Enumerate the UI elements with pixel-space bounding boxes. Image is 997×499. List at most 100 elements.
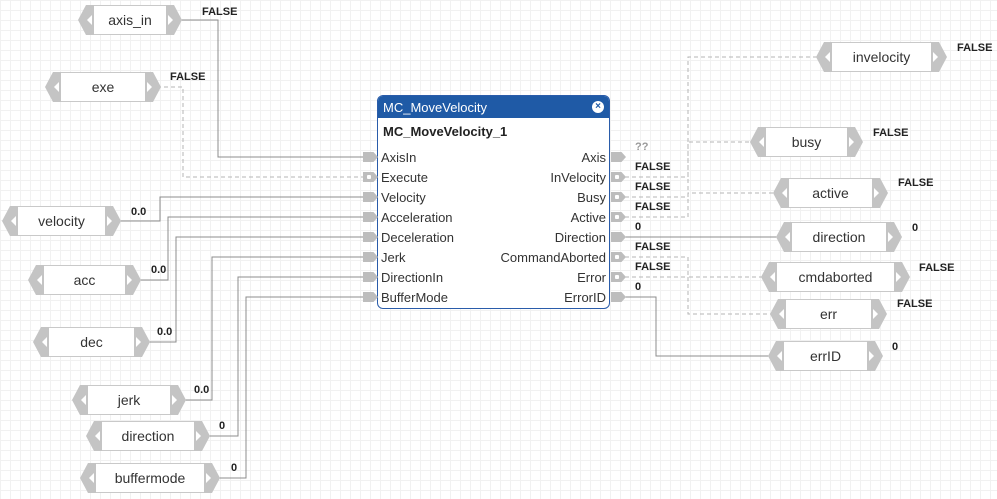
wire-dec xyxy=(145,236,366,343)
close-icon[interactable]: × xyxy=(592,101,604,113)
wire-cmdaborted xyxy=(625,256,763,278)
input-port-directionin[interactable] xyxy=(363,272,378,282)
pin-errorid: ErrorID xyxy=(564,290,606,305)
pin-invelocity: InVelocity xyxy=(550,170,606,185)
var-exe-label: exe xyxy=(91,79,115,95)
output-port-axis[interactable] xyxy=(611,152,626,162)
var-active-label: active xyxy=(812,185,849,201)
input-port-velocity[interactable] xyxy=(363,192,378,202)
var-exe-value: FALSE xyxy=(170,71,206,83)
input-port-deceleration[interactable] xyxy=(363,232,378,242)
wire-exe xyxy=(157,86,366,178)
var-cmdaborted-value: FALSE xyxy=(919,262,955,274)
wire-errid xyxy=(625,296,770,357)
var-active[interactable]: active xyxy=(773,178,888,208)
pin-axis: Axis xyxy=(581,150,606,165)
block-header[interactable]: MC_MoveVelocity × xyxy=(378,96,609,118)
pin-value-commandaborted: FALSE xyxy=(635,241,671,253)
wire-buffermode xyxy=(215,296,366,479)
var-jerk-value: 0.0 xyxy=(194,384,210,396)
wire-busy xyxy=(625,141,752,198)
pin-direction: Direction xyxy=(554,230,606,245)
var-err[interactable]: err xyxy=(770,299,887,329)
output-port-active[interactable] xyxy=(611,212,626,222)
var-velocity-value: 0.0 xyxy=(131,206,147,218)
var-direction-out-value: 0 xyxy=(912,222,919,234)
var-exe[interactable]: exe xyxy=(45,72,161,102)
pin-acceleration: Acceleration xyxy=(381,210,453,225)
var-buffermode[interactable]: buffermode xyxy=(80,463,220,493)
output-port-direction[interactable] xyxy=(611,232,626,242)
var-acc[interactable]: acc xyxy=(28,265,141,295)
var-busy-label: busy xyxy=(791,134,822,150)
var-active-value: FALSE xyxy=(898,177,934,189)
input-port-execute[interactable] xyxy=(363,172,378,182)
output-port-busy[interactable] xyxy=(611,192,626,202)
var-axis-in-value: FALSE xyxy=(202,6,238,18)
input-port-jerk[interactable] xyxy=(363,252,378,262)
output-port-error[interactable] xyxy=(611,272,626,282)
wire-active xyxy=(625,192,775,218)
wire-direction-in xyxy=(205,276,366,437)
var-cmdaborted-label: cmdaborted xyxy=(798,269,873,285)
input-port-buffermode[interactable] xyxy=(363,292,378,302)
var-dec-value: 0.0 xyxy=(157,326,173,338)
var-errid-label: errID xyxy=(809,348,842,364)
var-cmdaborted[interactable]: cmdaborted xyxy=(761,262,910,292)
var-buffermode-value: 0 xyxy=(231,462,238,474)
pin-value-error: FALSE xyxy=(635,261,671,273)
var-busy[interactable]: busy xyxy=(750,127,863,157)
pin-value-busy: FALSE xyxy=(635,181,671,193)
var-invelocity[interactable]: invelocity xyxy=(816,42,947,72)
pin-execute: Execute xyxy=(381,170,428,185)
var-errid[interactable]: errID xyxy=(768,341,883,371)
var-direction-out[interactable]: direction xyxy=(776,222,902,252)
wire-velocity xyxy=(115,196,366,222)
output-port-commandaborted[interactable] xyxy=(611,252,626,262)
var-errid-value: 0 xyxy=(892,341,899,353)
pin-buffermode: BufferMode xyxy=(381,290,448,305)
var-err-value: FALSE xyxy=(897,298,933,310)
pin-velocity: Velocity xyxy=(381,190,426,205)
var-buffermode-label: buffermode xyxy=(114,470,186,486)
wire-jerk xyxy=(175,256,366,401)
output-port-invelocity[interactable] xyxy=(611,172,626,182)
var-acc-label: acc xyxy=(73,272,96,288)
pin-value-errorid: 0 xyxy=(635,281,642,293)
var-velocity[interactable]: velocity xyxy=(2,206,121,236)
var-dec-label: dec xyxy=(80,334,103,350)
wire-acc xyxy=(130,216,366,281)
var-axis-in[interactable]: axis_in xyxy=(78,5,182,35)
pin-value-active: FALSE xyxy=(635,201,671,213)
pin-jerk: Jerk xyxy=(381,250,406,265)
block-instance-name: MC_MoveVelocity_1 xyxy=(383,124,508,139)
var-direction-in-value: 0 xyxy=(219,420,226,432)
pin-value-direction: 0 xyxy=(635,221,642,233)
var-direction-in[interactable]: direction xyxy=(86,421,210,451)
var-jerk-label: jerk xyxy=(117,392,141,408)
pin-value-invelocity: FALSE xyxy=(635,161,671,173)
pin-axisin: AxisIn xyxy=(381,150,417,165)
var-axis-in-label: axis_in xyxy=(108,12,152,28)
function-block[interactable]: MC_MoveVelocity × MC_MoveVelocity_1 Axis… xyxy=(377,95,610,309)
var-busy-value: FALSE xyxy=(873,127,909,139)
var-jerk[interactable]: jerk xyxy=(72,385,186,415)
var-velocity-label: velocity xyxy=(38,213,85,229)
var-acc-value: 0.0 xyxy=(151,264,167,276)
pin-directionin: DirectionIn xyxy=(381,270,444,285)
output-port-errorid[interactable] xyxy=(611,292,626,302)
pin-commandaborted: CommandAborted xyxy=(500,250,607,265)
input-port-acceleration[interactable] xyxy=(363,212,378,222)
block-type-name: MC_MoveVelocity xyxy=(383,99,488,115)
wire-invelocity xyxy=(625,56,818,178)
wire-axis-in xyxy=(170,19,366,158)
input-port-axisin[interactable] xyxy=(363,152,378,162)
var-dec[interactable]: dec xyxy=(33,327,150,357)
pin-deceleration: Deceleration xyxy=(381,230,454,245)
var-invelocity-label: invelocity xyxy=(852,49,911,65)
pin-error: Error xyxy=(577,270,606,285)
var-direction-in-label: direction xyxy=(121,428,175,444)
pin-value-axis: ?? xyxy=(635,141,649,153)
var-invelocity-value: FALSE xyxy=(957,42,993,54)
